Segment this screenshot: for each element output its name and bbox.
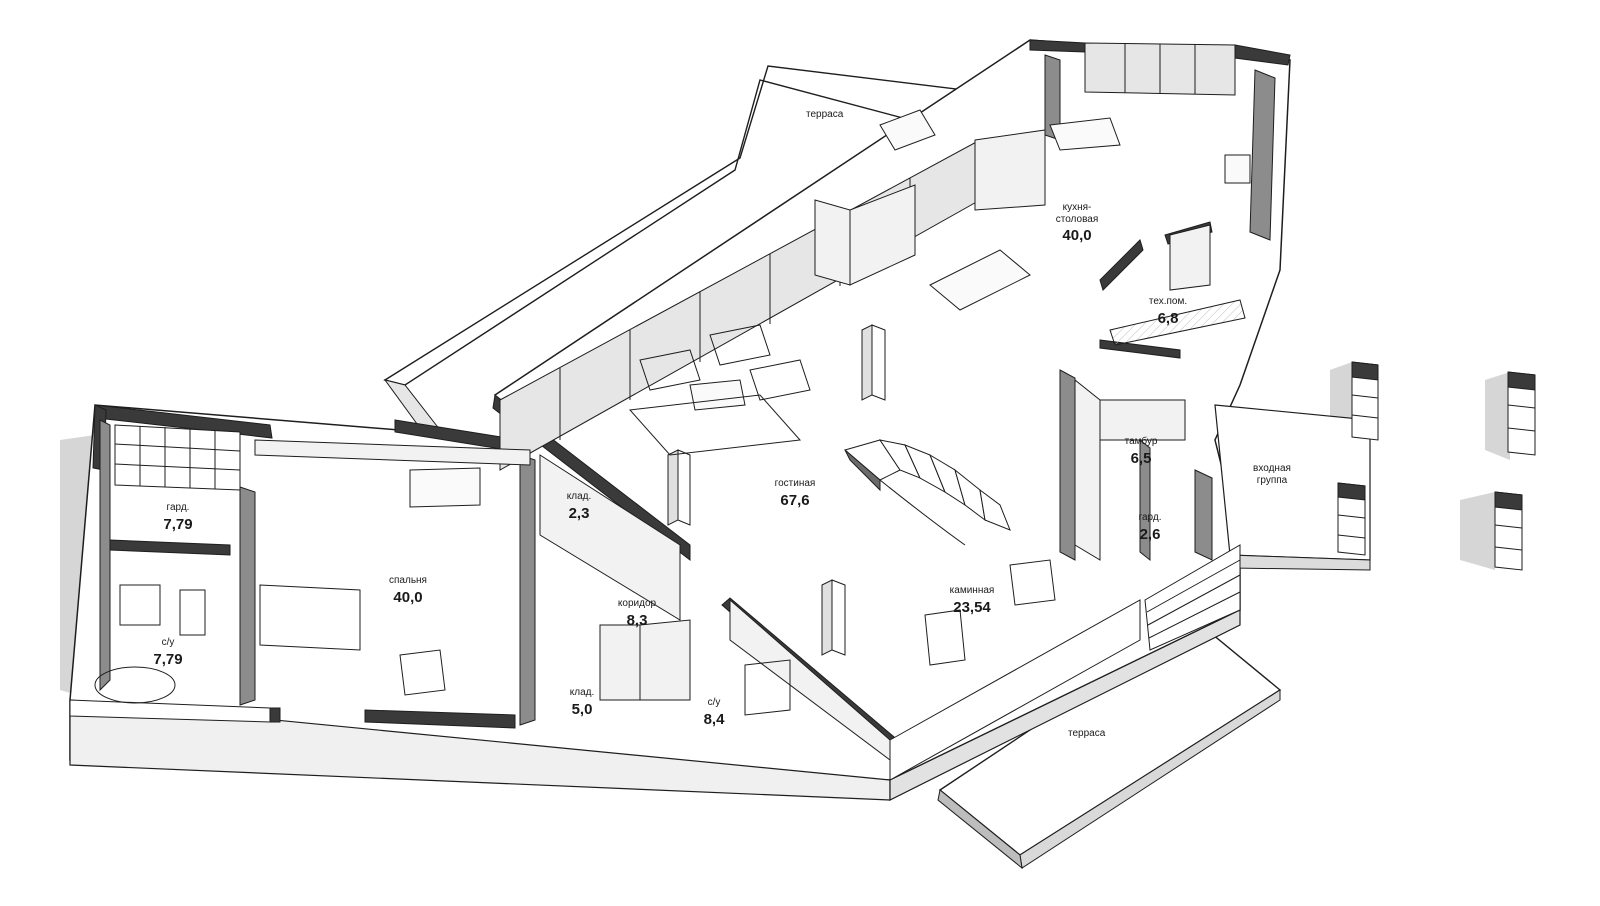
label-living-room: гостиная 67,6 [775, 478, 816, 509]
entrance-stacks [1337, 361, 1536, 571]
label-storage-top: клад. 2,3 [567, 491, 592, 522]
room-area: 40,0 [1062, 227, 1092, 244]
room-name: тех.пом. [1148, 296, 1188, 307]
wall-blocks [99, 54, 1276, 726]
room-area: 8,3 [626, 611, 648, 629]
room-area: 7,79 [163, 515, 193, 533]
room-name-line1: входная [1253, 463, 1291, 474]
staircase [843, 439, 1011, 546]
room-area: 7,79 [153, 650, 183, 668]
terrace-bottom-slab [937, 619, 1282, 870]
room-name-line2: столовая [1055, 213, 1099, 225]
room-name: терраса [1068, 728, 1106, 739]
floor-slab [69, 39, 1291, 801]
room-name: тамбур [1124, 436, 1158, 447]
room-name: гостиная [774, 478, 816, 489]
wardrobe-grid [109, 424, 241, 556]
room-name: гард. [166, 502, 190, 513]
partitions [254, 129, 1211, 761]
room-name: гард. [1138, 512, 1162, 523]
label-wardrobe-left: гард. 7,79 [163, 502, 192, 533]
room-name-line1: кухня- [1062, 202, 1092, 213]
room-name: терраса [806, 109, 844, 120]
room-name: каминная [949, 585, 995, 596]
room-name-line2: группа [1256, 474, 1288, 486]
room-name: клад. [566, 491, 592, 502]
label-wardrobe-right: гард. 2,6 [1139, 512, 1162, 543]
label-corridor: коридор 8,3 [618, 598, 656, 629]
room-area: 6,8 [1157, 309, 1179, 327]
room-name: с/у [707, 697, 721, 708]
label-storage-bottom: клад. 5,0 [570, 687, 595, 718]
room-area: 67,6 [780, 491, 810, 509]
label-entrance-group: входная группа [1253, 463, 1291, 486]
label-bath-left: с/у 7,79 [153, 637, 182, 668]
room-area: 40,0 [393, 588, 423, 606]
label-bath-mid: с/у 8,4 [704, 697, 725, 728]
label-tech-room: тех.пом. 6,8 [1149, 296, 1187, 327]
room-area: 2,6 [1139, 525, 1161, 543]
room-area: 5,0 [571, 700, 593, 718]
tech-room-hatch [1109, 299, 1246, 346]
room-area: 6,5 [1130, 449, 1152, 467]
furniture [94, 109, 1251, 716]
label-kitchen: кухня- столовая 40,0 [1056, 202, 1099, 244]
label-terrace-bottom: терраса [1068, 728, 1105, 740]
room-name: коридор [617, 598, 657, 609]
room-area: 8,4 [703, 710, 725, 728]
room-name: спальня [389, 575, 427, 586]
label-terrace-top: терраса [806, 109, 843, 121]
label-bedroom: спальня 40,0 [389, 575, 427, 606]
label-vestibule: тамбур 6,5 [1125, 436, 1158, 467]
label-fireplace-room: каминная 23,54 [950, 585, 995, 616]
room-name: клад. [569, 687, 595, 698]
room-name: с/у [161, 637, 175, 648]
entrance-platform [1214, 404, 1371, 571]
room-area: 2,3 [568, 504, 590, 522]
room-area: 23,54 [953, 598, 991, 616]
facade-bands [69, 544, 1241, 781]
